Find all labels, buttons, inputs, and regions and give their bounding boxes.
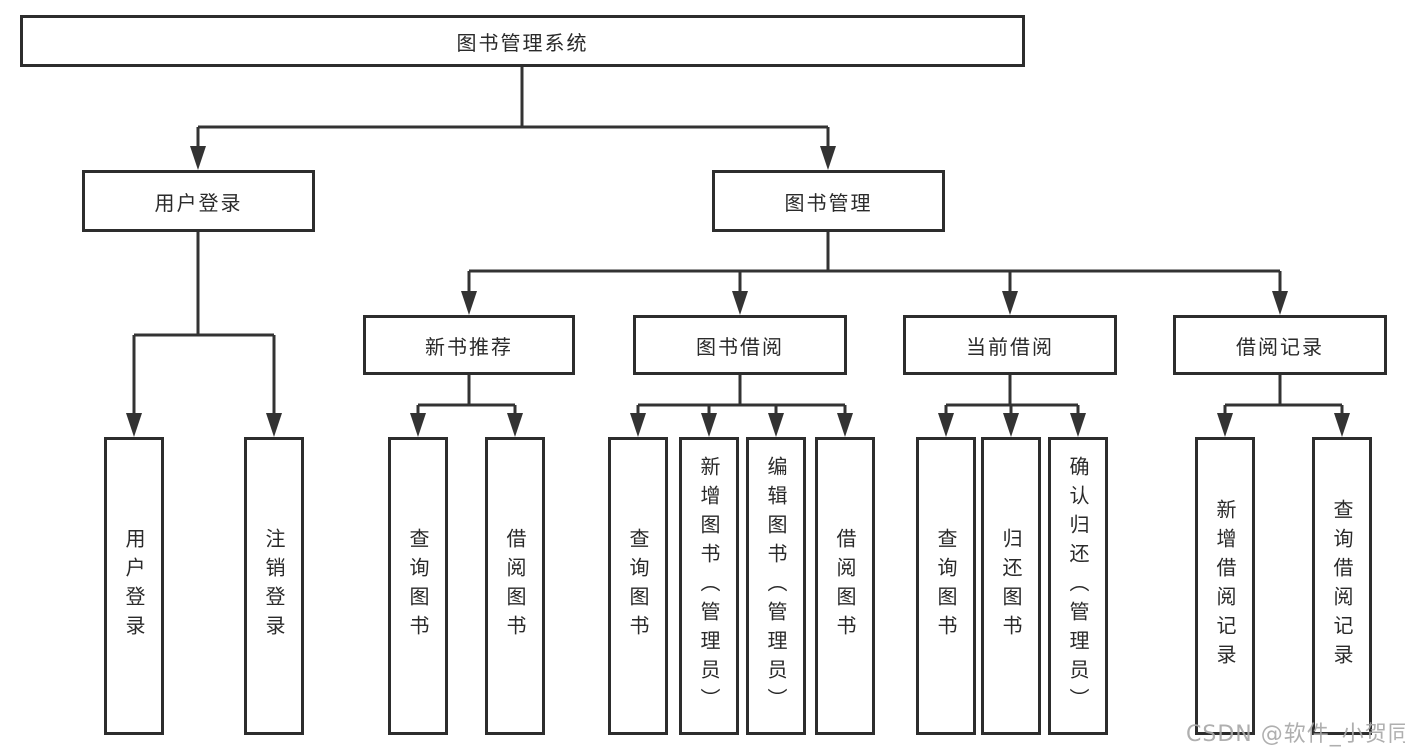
- leaf-query-books-recommend: 查询图书: [388, 437, 448, 735]
- leaf-borrow-books: 借阅图书: [815, 437, 875, 735]
- leaf-query-books-current: 查询图书: [916, 437, 976, 735]
- node-book-borrowing: 图书借阅: [633, 315, 847, 375]
- leaf-add-borrowing-record: 新增借阅记录: [1195, 437, 1255, 735]
- node-user-login: 用户登录: [82, 170, 315, 232]
- leaf-add-books-admin: 新增图书（管理员）: [679, 437, 739, 735]
- leaf-user-login: 用户登录: [104, 437, 164, 735]
- node-borrowing-records: 借阅记录: [1173, 315, 1387, 375]
- leaf-confirm-return-admin: 确认归还（管理员）: [1048, 437, 1108, 735]
- node-current-borrowing: 当前借阅: [903, 315, 1117, 375]
- csdn-watermark: CSDN @软件_小贺同学: [1186, 722, 1405, 747]
- node-book-management: 图书管理: [712, 170, 945, 232]
- leaf-return-books: 归还图书: [981, 437, 1041, 735]
- leaf-query-borrowing-record: 查询借阅记录: [1312, 437, 1372, 735]
- leaf-edit-books-admin: 编辑图书（管理员）: [746, 437, 806, 735]
- leaf-query-books-borrowing: 查询图书: [608, 437, 668, 735]
- leaf-borrow-books-recommend: 借阅图书: [485, 437, 545, 735]
- node-library-management-system: 图书管理系统: [20, 15, 1025, 67]
- leaf-logout: 注销登录: [244, 437, 304, 735]
- arrowheads: [126, 146, 1350, 437]
- node-new-book-recommendation: 新书推荐: [363, 315, 575, 375]
